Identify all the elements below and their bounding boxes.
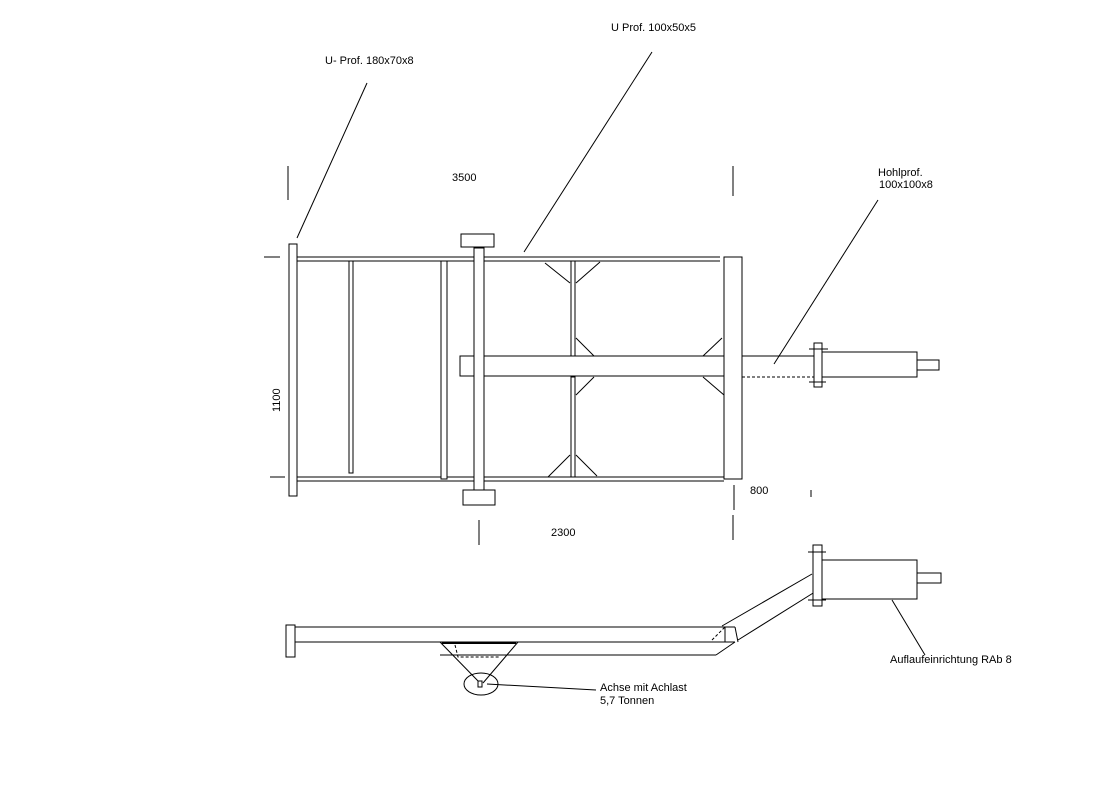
dim-drawbar-length: 800 [750, 485, 768, 497]
crossmember-3-lower [570, 376, 576, 478]
side-coupling-housing [821, 559, 918, 600]
leader-main-frame [296, 82, 368, 239]
bracing-diagonals [544, 261, 725, 478]
label-cross-profile: U Prof. 100x50x5 [611, 22, 696, 34]
top-view [288, 233, 940, 506]
crossmember-2 [440, 260, 448, 480]
crossmember-3-upper [570, 260, 576, 357]
side-axle-circle [463, 672, 499, 696]
side-drawbar-bottom [737, 589, 819, 641]
leader-cross-profile [523, 51, 653, 253]
wheel-left [460, 233, 495, 248]
label-axle-2: 5,7 Tonnen [600, 695, 654, 707]
label-main-frame-profile: U- Prof. 180x70x8 [325, 55, 414, 67]
side-view [285, 544, 942, 696]
dim-width: 1100 [271, 388, 283, 412]
rear-crossbeam [288, 243, 298, 497]
wheel-right [462, 489, 496, 506]
front-crossbeam [723, 256, 743, 480]
coupling-flange [813, 342, 823, 388]
crossmember-1 [348, 260, 354, 474]
label-axle-1: Achse mit Achlast [600, 682, 687, 694]
side-coupling-flange [812, 544, 823, 607]
leader-coupling [891, 599, 926, 656]
side-rear-plate [285, 624, 296, 658]
label-coupling: Auflaufeinrichtung RAb 8 [890, 654, 1012, 666]
label-drawbar-profile-2: 100x100x8 [879, 179, 933, 191]
side-axle-hub [477, 680, 483, 688]
side-drawbar-top [721, 573, 813, 627]
leader-axle [486, 683, 597, 691]
dim-overall-length: 3500 [452, 172, 476, 184]
dimension-lines [264, 166, 812, 545]
axle [473, 247, 485, 493]
dim-axle-to-front: 2300 [551, 527, 575, 539]
leader-drawbar [773, 199, 879, 365]
coupling-head [916, 359, 940, 371]
label-drawbar-profile-1: Hohlprof. [878, 167, 923, 179]
drawbar-inner [459, 355, 725, 377]
coupling-housing [821, 351, 918, 378]
side-coupling-head [916, 572, 942, 584]
